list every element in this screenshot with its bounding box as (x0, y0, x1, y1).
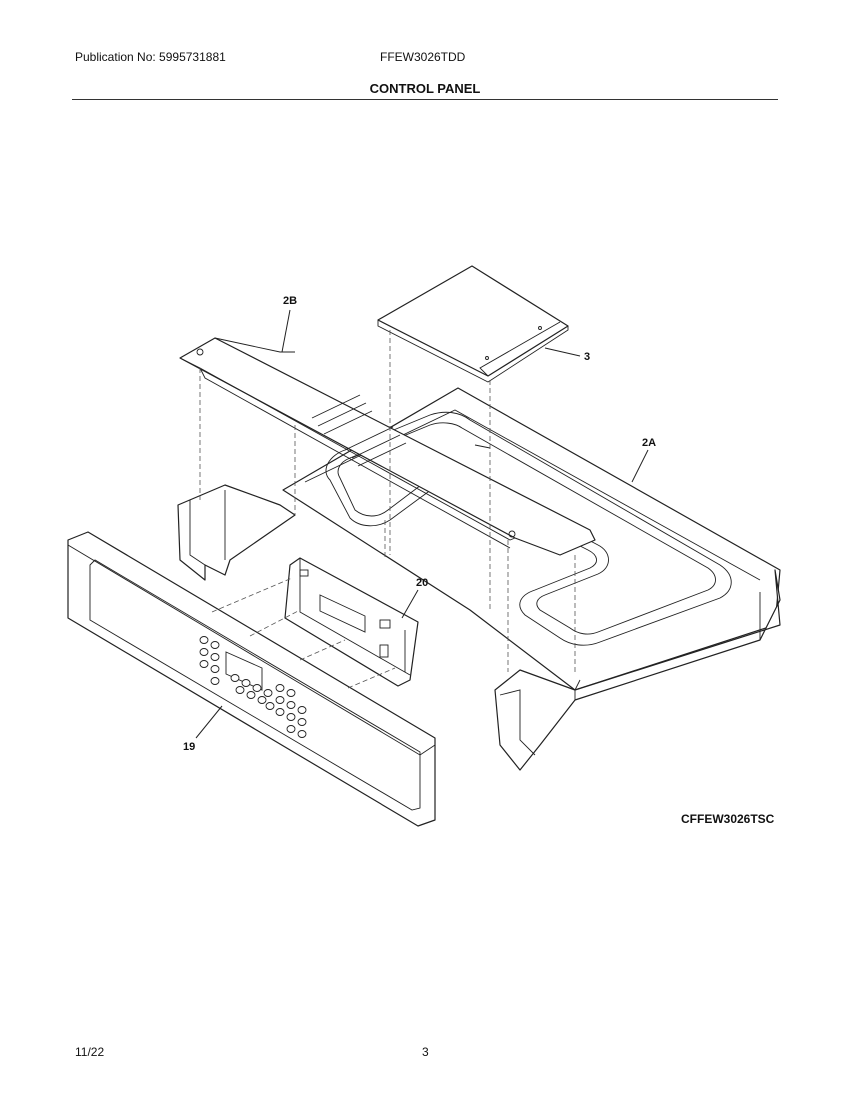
part-19-control-panel-frame (67, 531, 436, 827)
header-rule (72, 99, 778, 100)
callout-19: 19 (183, 741, 195, 753)
publication-number: Publication No: 5995731881 (75, 50, 226, 64)
alignment-lines (199, 330, 576, 689)
part-20-control-board (284, 557, 419, 687)
keypad-center (230, 674, 273, 704)
callout-2a: 2A (642, 437, 656, 449)
callout-20: 20 (416, 577, 428, 589)
part-2b-front-bracket (179, 337, 596, 556)
keypad-left (199, 636, 220, 685)
keypad-right (265, 684, 307, 738)
footer-page-number: 3 (422, 1045, 429, 1059)
left-end-bracket (177, 484, 296, 581)
footer-date: 11/22 (75, 1045, 105, 1059)
page-title: CONTROL PANEL (369, 81, 481, 96)
diagram-code: CFFEW3026TSC (681, 812, 775, 826)
callout-3: 3 (584, 351, 590, 363)
leader-lines (195, 309, 649, 739)
callout-2b: 2B (283, 295, 297, 307)
model-number: FFEW3026TDD (380, 50, 466, 64)
part-3-cover-plate (377, 265, 569, 383)
